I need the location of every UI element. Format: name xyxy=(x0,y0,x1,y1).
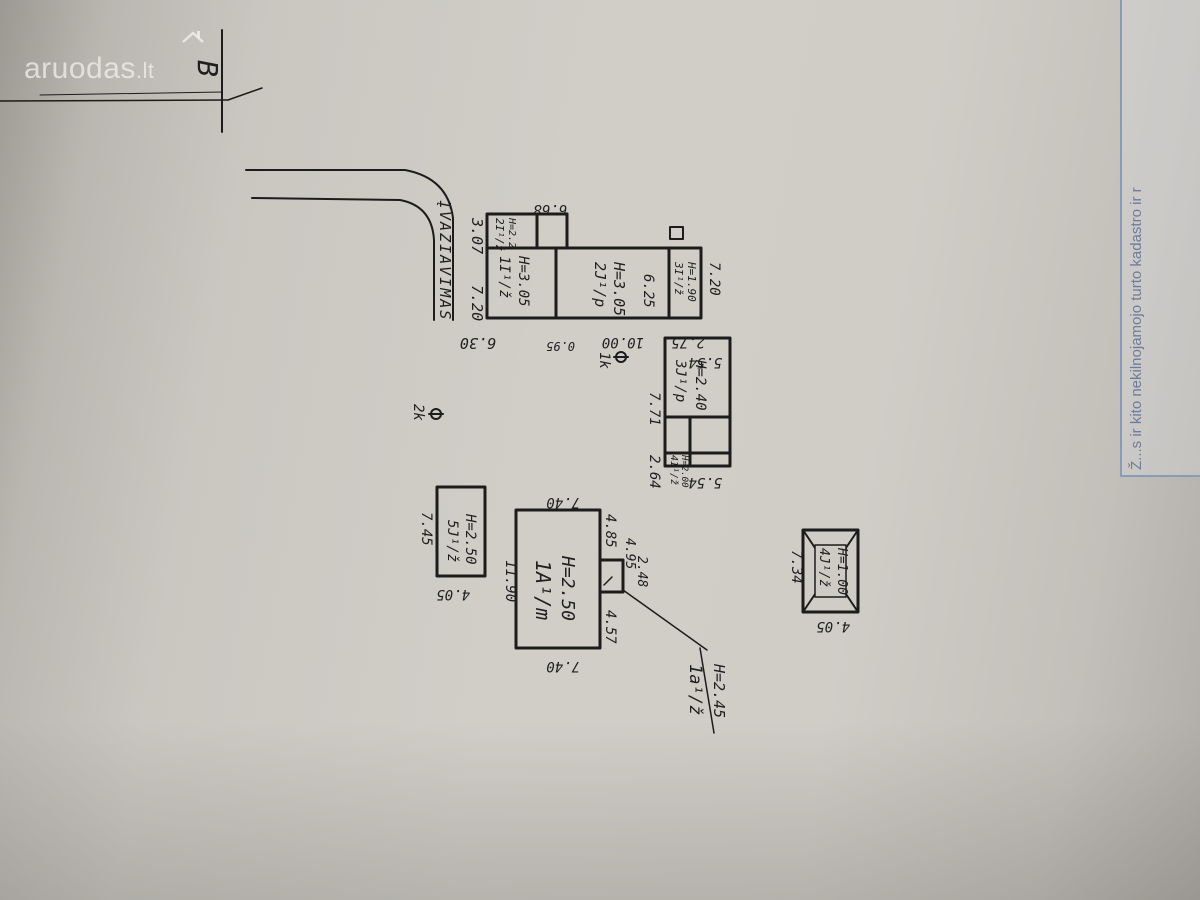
watermark-house-icon xyxy=(182,31,204,43)
b4-height: H=1.90 xyxy=(685,261,698,302)
driveway-outline xyxy=(245,169,454,321)
well-1k-icon xyxy=(613,351,629,363)
b8-dim-top: 7.40 xyxy=(546,494,580,510)
b2-dim-side: 6.68 xyxy=(533,201,567,217)
b10-dim-left: 7.34 xyxy=(788,550,804,584)
reference-lines xyxy=(0,29,263,133)
b7-code: 5J¹/ž xyxy=(444,520,460,562)
aruodas-watermark: aruodas.lt xyxy=(24,52,155,86)
b8-dim-bottom: 7.40 xyxy=(546,658,580,674)
b4-dim-right: 7.20 xyxy=(706,262,722,296)
b8-height: H=2.50 xyxy=(557,555,578,621)
b10-height: H=1.00 xyxy=(834,547,849,595)
b4-dim-bottom: 2.75 xyxy=(671,334,705,350)
b3-height: H=3.05 xyxy=(610,261,628,316)
well-2k-label: 2k xyxy=(410,404,426,421)
b1-dim-top: 7.20 xyxy=(468,285,486,321)
outbuilding-3j-4i xyxy=(663,336,732,468)
b10-dim-bottom: 4.05 xyxy=(816,618,850,634)
b2-dim-top: 3.07 xyxy=(468,217,486,254)
b5-dim-top: 5.54 xyxy=(688,354,722,370)
b8-dim-right-bottom: 4.57 xyxy=(602,610,618,644)
b9-dim-a: 4.95 xyxy=(622,538,637,569)
b1-height: H=3.05 xyxy=(515,255,531,307)
b5-height: H=2.40 xyxy=(692,359,708,411)
b1-code: 1I¹/ž xyxy=(496,256,512,298)
b7-dim-bottom: 4.05 xyxy=(436,586,470,602)
b3-dim-right: 6.25 xyxy=(640,274,656,308)
b2-code: 2I¹/ž xyxy=(493,218,506,251)
well-2k-icon xyxy=(428,408,444,420)
watermark-tld: .lt xyxy=(135,58,155,83)
outbuilding-5j xyxy=(435,485,487,578)
watermark-site: aruodas xyxy=(24,52,136,85)
b6-code: 4I¹/ž xyxy=(668,455,680,485)
cadastre-stamp-strip xyxy=(1120,0,1200,477)
well-1k-label: 1k xyxy=(596,352,612,369)
b1-dim-bottom: 6.30 xyxy=(460,334,496,352)
b5-dim-bottom: 5.54 xyxy=(688,474,722,490)
b8-dim-left: 11.90 xyxy=(502,560,518,602)
outbuilding-4j xyxy=(801,528,860,614)
driveway-label: ĮVAŽIAVIMAS xyxy=(436,200,455,321)
main-house-complex xyxy=(485,212,703,320)
b7-dim-top: 7.45 xyxy=(418,512,434,546)
b8-code: 1A¹/m xyxy=(531,560,555,620)
b5-dim-small: 2.64 xyxy=(646,455,662,489)
b9-dim-b: 2.48 xyxy=(634,556,649,587)
main-building-1a xyxy=(514,508,715,734)
b5-dim-left: 7.71 xyxy=(646,392,662,426)
b2-height: H=2.2 xyxy=(506,217,517,248)
b6-height: H=2.00 xyxy=(679,454,689,488)
b10-code: 4J¹/ž xyxy=(816,548,831,587)
b8-dim-right-top: 4.85 xyxy=(602,514,618,548)
b9-height: H=2.45 xyxy=(710,663,728,718)
b7-height: H=2.50 xyxy=(462,513,478,565)
b5-code: 3J¹/p xyxy=(672,359,688,402)
b4-code: 3I¹/ž xyxy=(672,261,685,295)
b9-code: 1a¹/ž xyxy=(685,664,705,715)
sheet-mark-label: B xyxy=(191,60,224,77)
b3-dim-small: 0.95 xyxy=(546,339,575,353)
b3-dim-bottom: 10.00 xyxy=(602,334,644,350)
b3-code: 2J¹/p xyxy=(591,262,609,307)
